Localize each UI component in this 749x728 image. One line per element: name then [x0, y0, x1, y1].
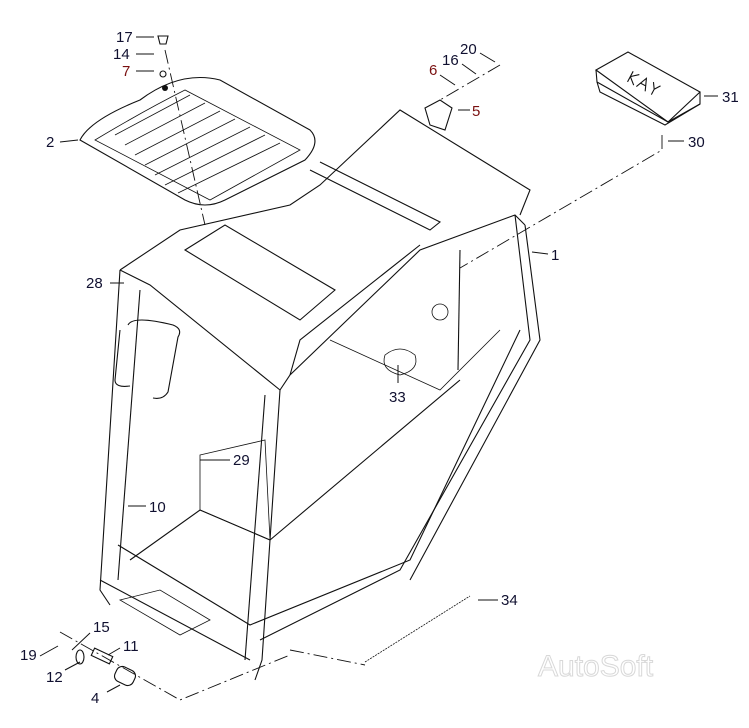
guard-fasteners: [157, 35, 169, 91]
callout-11: 11: [123, 638, 139, 655]
watermark: AutoSoft: [538, 650, 654, 683]
cab-frame: [99, 109, 541, 681]
toolbox-logo: [627, 71, 661, 95]
callout-15: 15: [93, 619, 110, 636]
pin-parts: [75, 647, 137, 687]
callout-12: 12: [46, 669, 63, 686]
callout-30: 30: [688, 134, 705, 151]
callout-19: 19: [20, 647, 37, 664]
callout-4: 4: [91, 690, 99, 707]
callout-7: 7: [122, 63, 130, 80]
callout-29: 29: [233, 452, 250, 469]
callout-1: 1: [551, 247, 559, 264]
callout-34: 34: [501, 592, 518, 609]
callout-6: 6: [429, 62, 437, 79]
callout-28: 28: [86, 275, 103, 292]
callout-5: 5: [472, 103, 480, 120]
spring: [364, 595, 471, 663]
assembly-lines: [59, 49, 663, 701]
callout-33: 33: [389, 389, 406, 406]
callout-17: 17: [116, 29, 133, 46]
callout-10: 10: [149, 499, 166, 516]
grab-handle: [114, 319, 181, 399]
top-guard: [79, 77, 316, 206]
callout-2: 2: [46, 134, 54, 151]
callout-labels: 17 14 7 2 6 16 20 5 31 30 1 28 33 29 10 …: [20, 29, 739, 707]
callout-16: 16: [442, 52, 459, 69]
mount-bracket: [424, 99, 453, 131]
callout-14: 14: [113, 46, 130, 63]
toolbox: [594, 51, 701, 126]
leader-lines: [39, 36, 718, 693]
callout-31: 31: [722, 89, 739, 106]
callout-20: 20: [460, 41, 477, 58]
